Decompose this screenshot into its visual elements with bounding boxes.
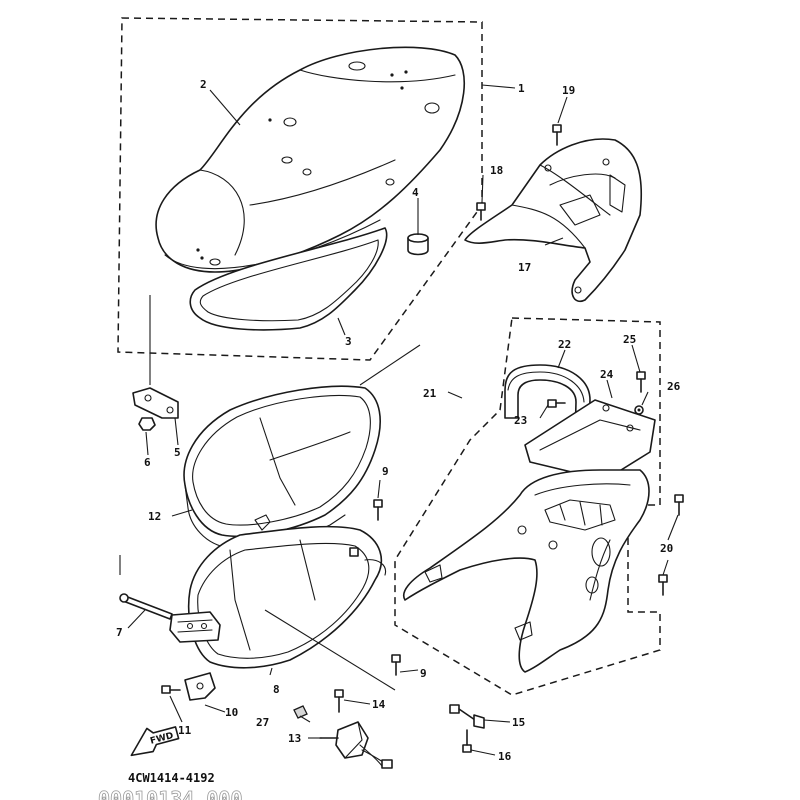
bolt-19 <box>552 124 562 146</box>
label-21: 21 <box>423 387 437 400</box>
label-23: 23 <box>514 414 527 427</box>
label-3: 3 <box>345 335 352 348</box>
bolt-16 <box>462 729 472 753</box>
hinge-plate <box>132 387 179 419</box>
bolt-15 <box>449 704 485 729</box>
label-17: 17 <box>518 261 531 274</box>
bottom-housing <box>187 525 387 669</box>
storage-box <box>183 385 381 549</box>
label-12: 12 <box>148 510 161 523</box>
label-13: 13 <box>288 732 301 745</box>
label-11: 11 <box>178 724 192 737</box>
nut-6 <box>138 417 156 431</box>
bolt-18 <box>476 202 486 221</box>
carrier-frame <box>403 469 650 673</box>
part-labels: 1 2 3 4 5 6 7 8 9 9 10 11 12 13 14 15 16… <box>116 78 681 763</box>
bolt-20-lower <box>658 574 668 596</box>
label-9a: 9 <box>382 465 389 478</box>
label-1: 1 <box>518 82 525 95</box>
label-8: 8 <box>273 683 280 696</box>
label-10: 10 <box>225 706 238 719</box>
label-9b: 9 <box>420 667 427 680</box>
screw-11 <box>161 685 181 694</box>
label-19: 19 <box>562 84 575 97</box>
label-25: 25 <box>623 333 636 346</box>
label-24: 24 <box>600 368 614 381</box>
seat-damper <box>407 233 429 256</box>
bolt-14 <box>334 689 344 713</box>
latch <box>184 672 216 701</box>
seat-switch <box>319 721 393 769</box>
label-6: 6 <box>144 456 151 469</box>
label-22: 22 <box>558 338 571 351</box>
label-14: 14 <box>372 698 386 711</box>
carrier-plate <box>524 399 656 481</box>
label-20: 20 <box>660 542 673 555</box>
label-4: 4 <box>412 186 419 199</box>
leader-lines <box>119 84 679 756</box>
bolt-20-upper <box>674 494 684 516</box>
label-7: 7 <box>116 626 123 639</box>
bolt-25 <box>636 371 646 393</box>
forward-arrow-icon: FWD <box>130 726 180 757</box>
label-15: 15 <box>512 716 525 729</box>
bolt-23 <box>547 399 566 408</box>
bolt-9-upper <box>373 499 383 521</box>
label-27: 27 <box>256 716 269 729</box>
label-26: 26 <box>667 380 681 393</box>
label-5: 5 <box>174 446 181 459</box>
diagram-code: 4CW1414-4192 <box>128 771 215 785</box>
rear-bracket <box>464 138 643 302</box>
hinge-assembly <box>169 611 221 643</box>
clip-27 <box>293 705 308 719</box>
washer-26 <box>634 405 644 415</box>
carrier-assembly-group-box <box>394 317 661 696</box>
label-18: 18 <box>490 164 503 177</box>
bolt-9-lower <box>391 654 401 676</box>
label-16: 16 <box>498 750 512 763</box>
seat-base-frame <box>189 227 388 331</box>
bottom-text: 00010134 000 <box>98 787 243 800</box>
hinge-pin <box>119 593 173 620</box>
seat-assembly-group-box <box>117 17 483 361</box>
label-2: 2 <box>200 78 207 91</box>
